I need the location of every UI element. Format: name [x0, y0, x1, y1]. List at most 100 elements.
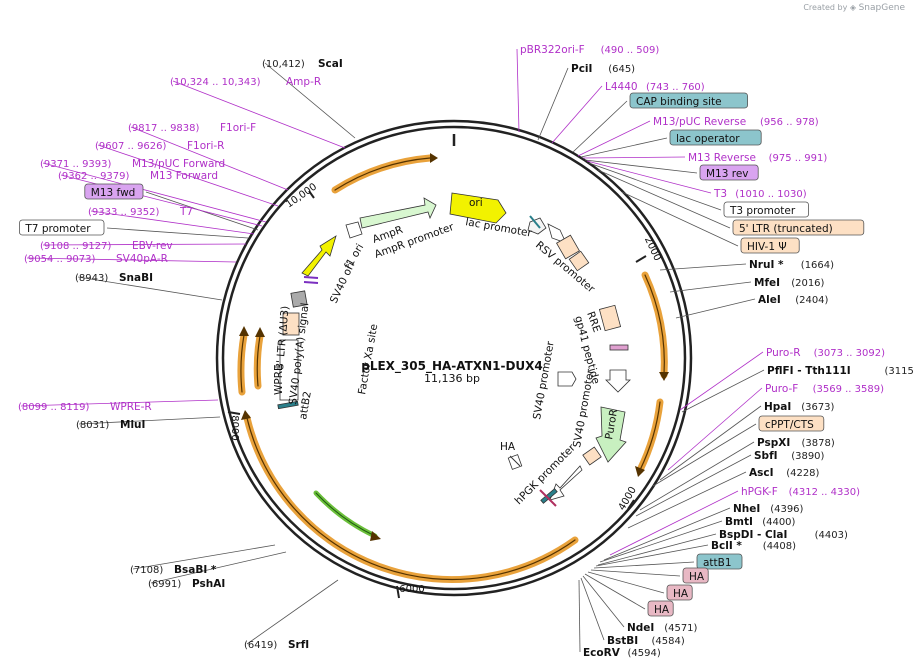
leader-ha: [590, 569, 681, 577]
nrui-coord: (1664): [801, 260, 834, 271]
leader-pcii: [537, 67, 569, 141]
label-ori: ori: [469, 197, 483, 209]
label-ha[interactable]: HA: [682, 567, 709, 584]
label-lac-operator[interactable]: lac operator: [669, 129, 762, 146]
sv40pa-r-name: SV40pA-R: [116, 253, 168, 265]
label-f1ori-r[interactable]: (9607 .. 9626)F1ori-R: [95, 140, 224, 152]
orf-arrow-6-line: [256, 335, 261, 387]
m13-forward-coord: (9362 .. 9379): [58, 171, 130, 182]
5-ltr-truncated-box-bg: [732, 219, 865, 236]
m13-puc-reverse-name: M13/pUC Reverse: [653, 116, 746, 128]
label-wpre: WPRE: [273, 364, 285, 395]
tick-label: 6000: [399, 584, 424, 595]
label-pbr322ori-f[interactable]: pBR322ori-F(490 .. 509): [520, 44, 659, 56]
label-pcii[interactable]: PciI(645): [571, 63, 635, 75]
label-t7[interactable]: (9333 .. 9352)T7: [88, 206, 193, 218]
label-mfei[interactable]: MfeI(2016): [754, 277, 825, 289]
leader-pshai: [150, 551, 287, 584]
t3-promoter-box-bg: [723, 201, 809, 218]
label-bstbi[interactable]: BstBI(4584): [607, 635, 685, 647]
pspxi-coord: (3878): [802, 438, 835, 449]
sbfi-coord: (3890): [791, 451, 824, 462]
leader-srfi: [246, 579, 339, 645]
label-m13-fwd[interactable]: M13 fwd: [84, 183, 144, 200]
leader-cap-binding-site: [572, 100, 628, 153]
ltr3-box: [282, 312, 300, 336]
sv40-promoter-arrow-1: [557, 371, 577, 387]
t7-promoter-box-bg: [18, 219, 105, 236]
label-bsabi[interactable]: (7108)BsaBI *: [130, 564, 217, 576]
label-srfi[interactable]: (6419)SrfI: [244, 639, 309, 651]
tick-mark: [308, 190, 315, 199]
label-bspdi-clai[interactable]: BspDI - ClaI(4403): [719, 529, 848, 541]
label-ecorv[interactable]: EcoRV(4594): [583, 647, 661, 659]
label-amp-r[interactable]: (10,324 .. 10,343)Amp-R: [170, 76, 321, 88]
snabi-coord: (8943): [75, 273, 108, 284]
ha-name: HA: [689, 571, 705, 583]
label-cap-binding-site[interactable]: CAP binding site: [629, 92, 748, 109]
label-m13-forward[interactable]: (9362 .. 9379)M13 Forward: [58, 170, 218, 182]
m13-rev-box-bg: [699, 164, 759, 181]
wpre-box: [279, 339, 299, 401]
label-nrui[interactable]: NruI *(1664): [749, 259, 834, 271]
label-sv40pa-r[interactable]: (9054 .. 9073) SV40pA-R: [24, 253, 168, 265]
label-ndei[interactable]: NdeI(4571): [627, 622, 698, 634]
orf-arrow-1: [331, 154, 434, 194]
label-f1ori-f[interactable]: (9817 .. 9838)F1ori-F: [128, 122, 256, 134]
label-pflfi-tth111i[interactable]: PflFI - Tth111I(3115): [767, 365, 913, 377]
label-puro-f[interactable]: Puro-F(3569 .. 3589): [765, 383, 884, 395]
label-cppt-cts[interactable]: cPPT/CTS: [758, 415, 825, 432]
label-t3-promoter[interactable]: T3 promoter: [723, 201, 809, 218]
label-attb2: attB2: [297, 390, 314, 420]
label-hpgk-f[interactable]: hPGK-F(4312 .. 4330): [741, 486, 860, 498]
label-hpai[interactable]: HpaI(3673): [764, 401, 835, 413]
backbone-inner-circle: [221, 125, 687, 591]
orf-arrow-2-line: [644, 274, 665, 376]
sv40pa-r-coord: (9054 .. 9073): [24, 254, 96, 265]
label-bmti[interactable]: BmtI(4400): [725, 516, 796, 528]
snabi-name: SnaBI: [119, 272, 153, 284]
label-nhei[interactable]: NheI(4396): [733, 503, 804, 515]
label-ebv-rev[interactable]: (9108 .. 9127)EBV-rev: [40, 240, 173, 252]
bmti-coord: (4400): [762, 517, 795, 528]
leader-bspdi-clai: [597, 533, 717, 566]
label-5-ltr-truncated[interactable]: 5' LTR (truncated): [732, 219, 865, 236]
label-m13-reverse[interactable]: M13 Reverse(975 .. 991): [688, 152, 827, 164]
puro-f-coord: (3569 .. 3589): [813, 384, 885, 395]
bstbi-coord: (4584): [652, 636, 685, 647]
green-orf-arrow-line: [315, 492, 376, 537]
ndei-name: NdeI: [627, 622, 654, 634]
label-t7-promoter[interactable]: T7 promoter: [18, 219, 105, 236]
label-m13-puc-forward[interactable]: (9371 .. 9393)M13/pUC Forward: [40, 158, 225, 170]
backbone-outer-circle: [215, 119, 693, 597]
label-asci[interactable]: AscI(4228): [749, 467, 820, 479]
pshai-coord: (6991): [148, 579, 181, 590]
ha-stripes-1: [509, 455, 521, 467]
label-sbfi[interactable]: SbfI(3890): [754, 450, 825, 462]
t3-name: T3: [713, 188, 727, 200]
label-m13-puc-reverse[interactable]: M13/pUC Reverse(956 .. 978): [653, 116, 819, 128]
wpre-r-name: WPRE-R: [110, 401, 152, 413]
label-ha[interactable]: HA: [647, 600, 674, 617]
label-bcli[interactable]: BclI *(4408): [711, 540, 796, 552]
label-scai[interactable]: (10,412)ScaI: [262, 58, 343, 70]
ecorv-coord: (4594): [628, 648, 661, 659]
label-t3[interactable]: T3(1010 .. 1030): [713, 188, 807, 200]
credit-brand: SnapGene: [858, 3, 905, 13]
ltr-box: [556, 234, 580, 260]
label-pspxi[interactable]: PspXI(3878): [757, 437, 835, 449]
label-alei[interactable]: AleI(2404): [758, 294, 829, 306]
bspdi-clai-coord: (4403): [815, 530, 848, 541]
label-l4440[interactable]: L4440(743 .. 760): [605, 81, 705, 93]
label-ha[interactable]: HA: [666, 584, 693, 601]
label-attb1[interactable]: attB1: [696, 553, 743, 570]
label-snabi[interactable]: (8943) SnaBI: [75, 272, 153, 284]
label-hiv-1[interactable]: HIV-1 Ψ: [740, 237, 800, 254]
label-mlui[interactable]: (8031)MluI: [76, 419, 145, 431]
pcii-name: PciI: [571, 63, 592, 75]
label-pshai[interactable]: (6991)PshAI: [148, 578, 225, 590]
label-puro-r[interactable]: Puro-R(3073 .. 3092): [766, 347, 885, 359]
label-m13-rev[interactable]: M13 rev: [699, 164, 759, 181]
leader-ecorv: [578, 579, 581, 653]
label-wpre-r[interactable]: (8099 .. 8119)WPRE-R: [18, 401, 152, 413]
